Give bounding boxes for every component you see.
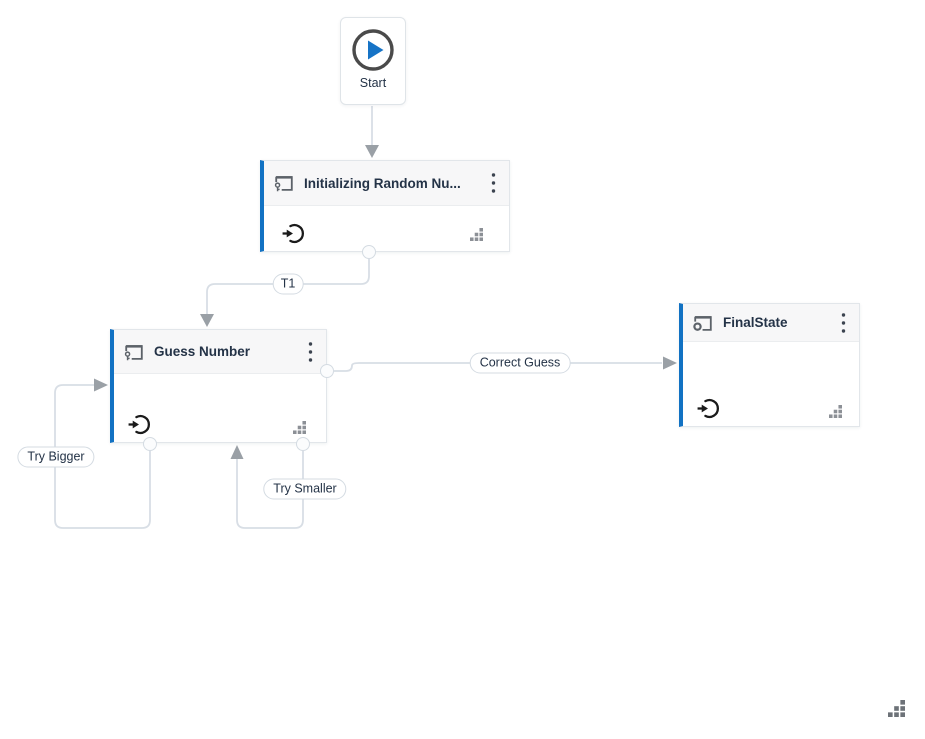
state-node-finalstate[interactable]: FinalState — [679, 303, 860, 427]
play-circle-icon — [352, 29, 394, 71]
state-header[interactable]: FinalState — [683, 304, 859, 342]
resize-grip-icon[interactable] — [888, 700, 905, 717]
state-body — [264, 206, 509, 251]
state-title: Guess Number — [154, 344, 251, 359]
state-header[interactable]: Initializing Random Nu... — [264, 161, 509, 206]
state-node-guess-number[interactable]: Guess Number — [110, 329, 327, 443]
resize-grip-icon[interactable] — [829, 405, 842, 418]
final-state-icon — [693, 315, 712, 331]
state-icon — [124, 344, 143, 360]
transition-label-try-bigger[interactable]: Try Bigger — [17, 446, 95, 468]
connector-port-initializing-bottom[interactable] — [362, 245, 376, 259]
start-node-label: Start — [359, 76, 387, 90]
state-icon — [274, 176, 293, 192]
kebab-menu-icon[interactable] — [485, 170, 501, 196]
enter-state-icon[interactable] — [127, 412, 152, 437]
transition-line-try-bigger[interactable] — [54, 384, 151, 529]
state-body — [683, 342, 859, 426]
state-node-initializing[interactable]: Initializing Random Nu... — [260, 160, 510, 252]
connector-port-guess-right[interactable] — [320, 364, 334, 378]
arrowhead-try-smaller — [230, 445, 244, 459]
connector-port-guess-bottom-left[interactable] — [143, 437, 157, 451]
state-title: FinalState — [723, 315, 788, 330]
resize-grip-icon[interactable] — [293, 421, 306, 434]
kebab-menu-icon[interactable] — [835, 310, 851, 336]
arrowhead-try-bigger — [94, 378, 108, 392]
arrowhead-start-to-initializing — [365, 145, 379, 158]
transition-line-correct-guess[interactable] — [334, 362, 662, 372]
arrowhead-correct-guess — [663, 356, 677, 370]
state-body — [114, 374, 326, 442]
start-node[interactable]: Start — [340, 17, 406, 105]
transition-label-correct-guess[interactable]: Correct Guess — [469, 352, 571, 374]
transition-label-t1[interactable]: T1 — [272, 273, 304, 295]
transition-line-try-smaller[interactable] — [236, 451, 304, 529]
transition-label-try-smaller[interactable]: Try Smaller — [263, 478, 347, 500]
enter-state-icon[interactable] — [696, 396, 721, 421]
connector-port-guess-bottom-right[interactable] — [296, 437, 310, 451]
state-title: Initializing Random Nu... — [304, 175, 461, 191]
kebab-menu-icon[interactable] — [302, 339, 318, 365]
state-header[interactable]: Guess Number — [114, 330, 326, 374]
arrowhead-t1 — [200, 314, 214, 327]
resize-grip-icon[interactable] — [470, 228, 483, 241]
enter-state-icon[interactable] — [281, 221, 306, 246]
